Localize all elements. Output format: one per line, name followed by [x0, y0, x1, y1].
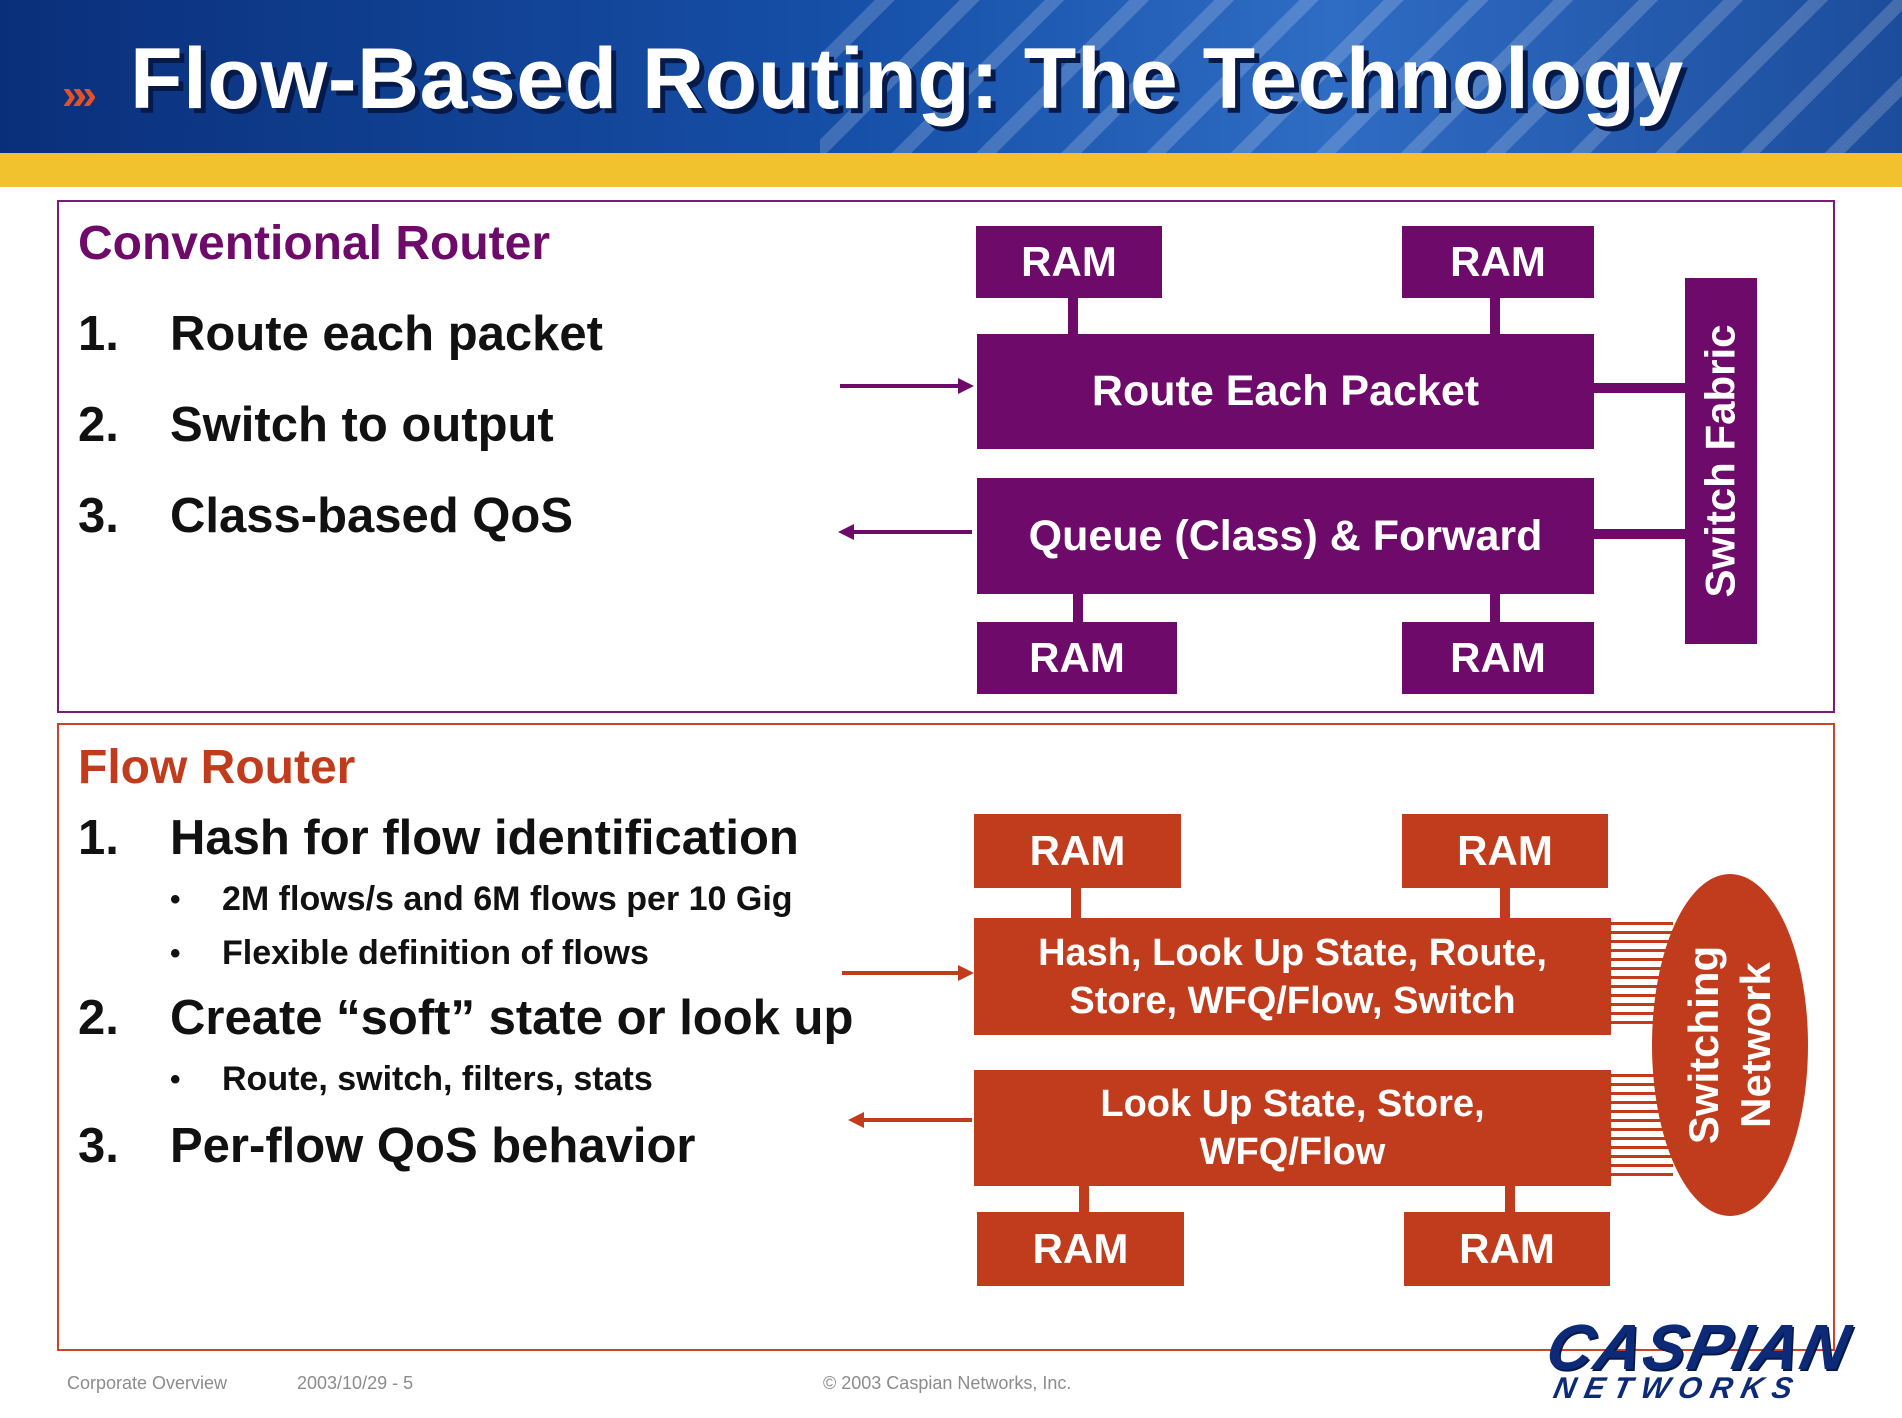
hash-lookup-box: Hash, Look Up State, Route, Store, WFQ/F…	[974, 918, 1611, 1035]
queue-forward-box: Queue (Class) & Forward	[977, 478, 1594, 594]
conv-item-2-num: 2.	[78, 398, 119, 452]
lookup-store-box: Look Up State, Store, WFQ/Flow	[974, 1070, 1611, 1186]
conv-fabric-connector-2	[1593, 529, 1685, 539]
flow-item-3-text: Per-flow QoS behavior	[170, 1119, 696, 1173]
switching-network-line-1: Switching	[1680, 945, 1727, 1145]
flow-heading: Flow Router	[78, 741, 356, 794]
flow-ram-connector-4	[1505, 1186, 1515, 1212]
sub-bullet: •	[170, 883, 181, 916]
conv-ram-top-left: RAM	[976, 226, 1162, 298]
banner-pattern	[820, 0, 1902, 153]
flow-item-2-text: Create “soft” state or look up	[170, 991, 854, 1045]
flow-item-1-sub-2: Flexible definition of flows	[222, 934, 649, 972]
slide-title: Flow-Based Routing: The Technology	[130, 31, 1684, 127]
conv-item-1-num: 1.	[78, 307, 119, 361]
flow-item-2-sub-1: Route, switch, filters, stats	[222, 1060, 653, 1098]
caspian-networks-logo: CASPIAN NETWORKS	[1540, 1311, 1857, 1405]
conv-ram-connector-3	[1073, 594, 1083, 622]
conv-ram-top-right: RAM	[1402, 226, 1594, 298]
conventional-heading: Conventional Router	[78, 217, 551, 270]
flow-ram-bottom-right: RAM	[1404, 1212, 1610, 1286]
logo-line-2: NETWORKS	[1550, 1372, 1805, 1405]
flow-ram-connector-1	[1071, 888, 1081, 918]
flow-router-panel	[57, 723, 1835, 1351]
footer-left: Corporate Overview	[67, 1373, 228, 1393]
route-each-packet-box: Route Each Packet	[977, 334, 1594, 449]
conv-ram-bottom-right: RAM	[1402, 622, 1594, 694]
conv-ram-connector-4	[1490, 594, 1500, 622]
lookup-store-line-1: Look Up State, Store,	[1100, 1083, 1485, 1125]
hash-lookup-line-2: Store, WFQ/Flow, Switch	[1069, 979, 1516, 1022]
conv-item-1-text: Route each packet	[170, 307, 603, 361]
switching-network-ellipse: Switching Network	[1652, 874, 1808, 1216]
conv-item-2-text: Switch to output	[170, 398, 554, 452]
flow-item-1-sub-1: 2M flows/s and 6M flows per 10 Gig	[222, 880, 793, 918]
logo-line-1: CASPIAN	[1540, 1311, 1858, 1383]
footer-date: 2003/10/29 - 5	[297, 1373, 414, 1393]
flow-input-arrowhead	[958, 965, 974, 981]
conventional-router-panel	[57, 200, 1835, 713]
conv-item-3-text: Class-based QoS	[170, 489, 574, 543]
conv-input-arrowhead	[958, 378, 974, 394]
flow-ram-connector-2	[1500, 888, 1510, 918]
flow-ram-top-left: RAM	[974, 814, 1181, 888]
flow-output-arrowhead	[848, 1112, 864, 1128]
switch-fabric-box: Switch Fabric	[1685, 278, 1757, 644]
sub-bullet: •	[170, 1063, 181, 1096]
footer-copyright: © 2003 Caspian Networks, Inc.	[823, 1373, 1072, 1393]
sub-bullet: •	[170, 937, 181, 970]
flow-item-1-num: 1.	[78, 811, 119, 865]
conv-ram-connector-1	[1068, 298, 1078, 334]
switching-network-line-2: Network	[1732, 962, 1779, 1128]
conv-output-arrowhead	[838, 524, 854, 540]
conv-fabric-connector-1	[1593, 383, 1685, 393]
title-banner	[0, 0, 1902, 153]
lookup-store-line-2: WFQ/Flow	[1199, 1131, 1386, 1173]
switch-fabric-label: Switch Fabric	[1697, 324, 1744, 598]
flow-item-2-num: 2.	[78, 991, 119, 1045]
flow-ram-top-right: RAM	[1402, 814, 1608, 888]
flow-ram-connector-3	[1079, 1186, 1089, 1212]
hash-lookup-line-1: Hash, Look Up State, Route,	[1038, 931, 1547, 974]
flow-item-3-num: 3.	[78, 1119, 119, 1173]
switching-network-label: Switching Network	[1678, 946, 1782, 1144]
flow-item-1-text: Hash for flow identification	[170, 811, 799, 865]
conv-item-3-num: 3.	[78, 489, 119, 543]
conv-ram-connector-2	[1490, 298, 1500, 334]
flow-ram-bottom-left: RAM	[977, 1212, 1184, 1286]
conv-ram-bottom-left: RAM	[977, 622, 1177, 694]
gold-divider	[0, 153, 1902, 187]
